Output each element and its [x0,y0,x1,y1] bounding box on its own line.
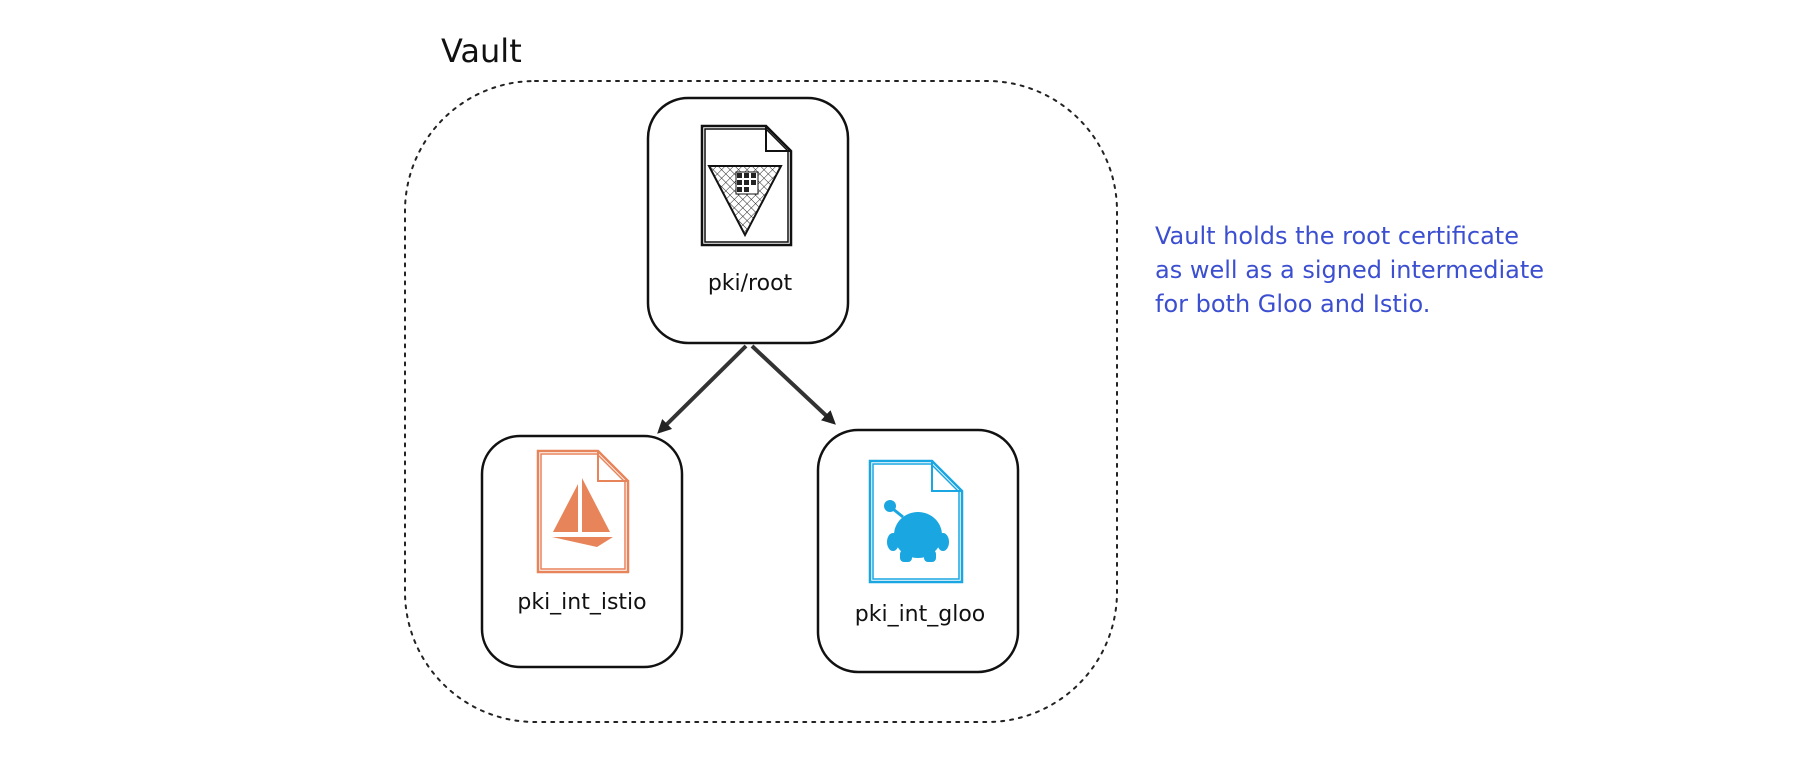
vault-icon [700,124,793,247]
annotation-line-3: for both Gloo and Istio. [1155,290,1430,318]
node-pki-root[interactable]: pki/root [646,96,850,345]
vault-group-border [404,80,1118,723]
annotation-line-1: Vault holds the root certificate [1155,222,1519,250]
vault-group-title: Vault [441,32,522,70]
node-pki-int-istio[interactable]: pki_int_istio [480,434,684,669]
node-pki-root-label: pki/root [708,271,793,296]
gloo-icon [868,459,964,584]
node-pki-int-gloo-label: pki_int_gloo [855,602,986,627]
node-pki-int-gloo[interactable]: pki_int_gloo [816,428,1020,674]
annotation-line-2: as well as a signed intermediate [1155,256,1544,284]
istio-icon [536,449,630,574]
annotation-note: Vault holds the root certificate as well… [1155,222,1544,318]
vault-group: Vault [404,32,1118,723]
node-pki-int-istio-label: pki_int_istio [517,590,646,615]
arrows [657,344,836,434]
arrow-root-to-gloo [750,344,836,425]
arrow-root-to-istio [657,344,748,434]
